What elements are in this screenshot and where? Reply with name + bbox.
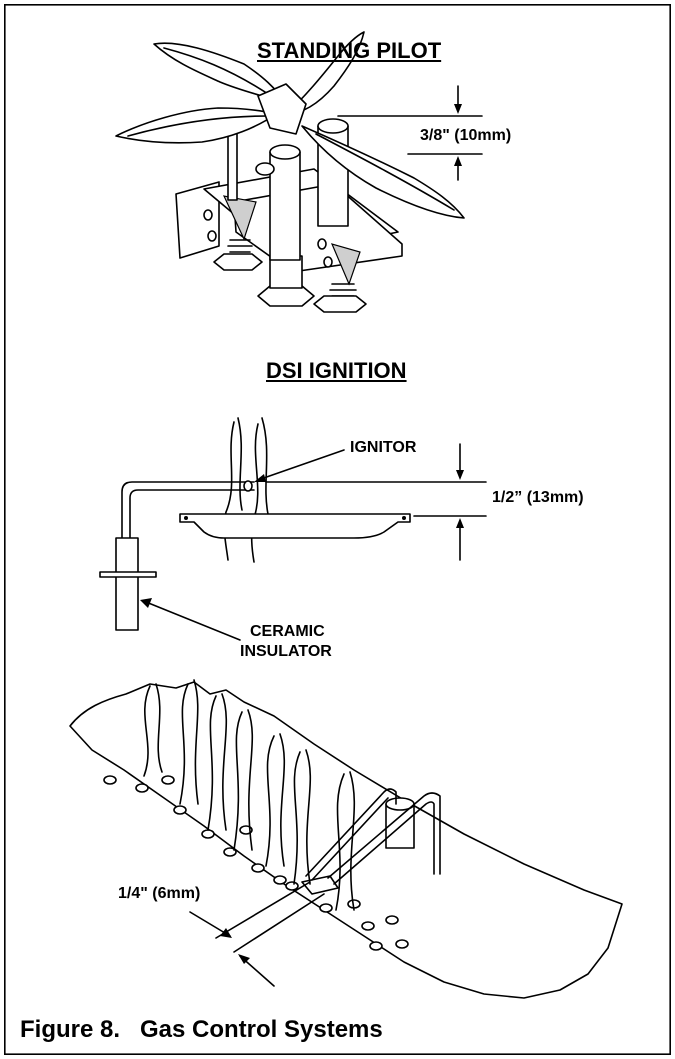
- pilot-flame: [301, 125, 465, 219]
- pilot-bracket-hole: [317, 238, 327, 250]
- dsi-ignition-heading: DSI IGNITION: [266, 358, 407, 383]
- burner-detail-drawing: [69, 679, 623, 999]
- ceramic-insulator: [115, 537, 139, 631]
- pilot-bracket-hole: [323, 256, 333, 268]
- pilot-flame: [285, 31, 365, 115]
- ceramic-callout-arrow: [140, 598, 241, 641]
- figure-frame: STANDING PILOT 3/8" (10mm) DSI IGNITION …: [4, 4, 671, 1055]
- burner-pan-rivet: [402, 516, 406, 520]
- burner-gap-label: 1/4" (6mm): [118, 885, 201, 902]
- burner-plate: [69, 681, 623, 999]
- burner-pan-rivet: [184, 516, 188, 520]
- ignitor-gap-label: 1/2” (13mm): [492, 489, 584, 506]
- pilot-gap-label: 3/8" (10mm): [420, 127, 512, 144]
- pilot-spring-left: [213, 239, 263, 271]
- ceramic-label-line1: CERAMIC: [250, 623, 325, 640]
- dsi-ignition-drawing: [99, 417, 487, 641]
- pilot-dimension-marks: [337, 85, 483, 181]
- standing-pilot-drawing: [115, 31, 483, 313]
- pilot-flame: [115, 107, 277, 144]
- pilot-flame-clip: [257, 83, 307, 135]
- pilot-flame: [315, 133, 455, 211]
- pilot-bracket-hole: [203, 209, 213, 221]
- standing-pilot-heading: STANDING PILOT: [257, 38, 442, 63]
- ceramic-label-line2: INSULATOR: [240, 643, 332, 660]
- pilot-burner-tube: [255, 144, 301, 261]
- ignitor-label: IGNITOR: [350, 439, 417, 456]
- dsi-dimension-marks: [265, 443, 487, 561]
- burner-dimension-marks: [189, 881, 325, 987]
- dsi-flame: [250, 423, 259, 563]
- ignitor-rod: [129, 489, 255, 539]
- dsi-flame: [223, 421, 235, 561]
- pilot-gusset: [222, 195, 257, 241]
- burner-pan: [179, 513, 411, 539]
- dsi-flame: [237, 417, 243, 511]
- dsi-flame: [261, 417, 269, 515]
- ignitor-tip: [243, 480, 253, 492]
- ignitor-callout-arrow: [254, 449, 345, 482]
- pilot-gusset: [330, 243, 361, 286]
- ceramic-flange: [99, 571, 157, 578]
- burner-flames: [143, 679, 356, 911]
- figure-border: [4, 4, 671, 1055]
- pilot-flame: [163, 47, 275, 99]
- pilot-spring-right: [313, 283, 367, 313]
- figure-number: Figure 8.: [20, 1016, 121, 1043]
- figure-illustration: [4, 4, 671, 1055]
- pilot-bracket-hole: [207, 230, 217, 242]
- figure-title: Gas Control Systems: [140, 1016, 383, 1043]
- pilot-flame: [127, 115, 269, 137]
- ignitor-rod: [121, 481, 255, 539]
- burner-electrodes: [301, 788, 441, 895]
